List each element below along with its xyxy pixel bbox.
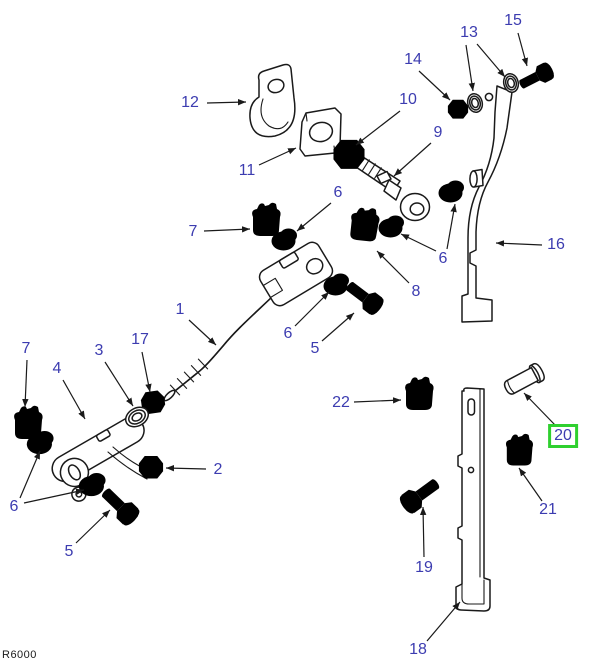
callout-6b[interactable]: 6 (438, 250, 448, 267)
part-19-bolt (396, 473, 444, 517)
callout-6d[interactable]: 6 (9, 498, 19, 515)
part-13-washer-a (466, 92, 484, 114)
leader-line-5b (75, 509, 111, 544)
leader-line-9 (393, 142, 432, 177)
part-6-bush (438, 180, 464, 203)
part-8-clip (346, 205, 381, 244)
leader-line-4 (62, 379, 86, 420)
part-13-washer-b (502, 72, 520, 94)
drawing-code: R6000 (2, 649, 37, 660)
leader-line-16 (495, 240, 543, 247)
part-2-nut (138, 455, 164, 479)
callout-22[interactable]: 22 (332, 394, 350, 411)
leader-line-22 (353, 397, 402, 404)
callout-15[interactable]: 15 (504, 12, 522, 29)
leader-line-20 (523, 392, 557, 427)
callout-18[interactable]: 18 (409, 641, 427, 658)
part-1-clevis-end (258, 241, 334, 307)
leader-line-21 (518, 467, 543, 502)
callout-13[interactable]: 13 (460, 24, 478, 41)
leader-line-6d (23, 488, 85, 504)
part-18-mounting-bracket (455, 387, 491, 612)
callout-4[interactable]: 4 (52, 360, 62, 377)
leader-line-5a (321, 312, 355, 342)
callout-14[interactable]: 14 (404, 51, 422, 68)
part-21-clip (503, 433, 533, 467)
leader-line-13 (476, 43, 506, 78)
leader-line-11 (258, 147, 297, 166)
callout-7b[interactable]: 7 (21, 340, 31, 357)
callout-7a[interactable]: 7 (188, 223, 198, 240)
leader-line-14 (418, 70, 451, 101)
callout-20[interactable]: 20 (548, 424, 578, 448)
leader-line-12 (206, 99, 247, 106)
leader-line-6c (294, 291, 330, 327)
leader-line-13 (465, 44, 475, 92)
leader-line-1 (188, 319, 217, 346)
part-22-clip (403, 376, 434, 411)
part-10-nut (333, 139, 365, 169)
part-7-clip-lower (12, 405, 43, 440)
callout-9[interactable]: 9 (433, 124, 443, 141)
part-6-bush (378, 215, 404, 238)
leader-line-6a (296, 202, 332, 232)
callout-10[interactable]: 10 (399, 91, 417, 108)
callout-6c[interactable]: 6 (283, 325, 293, 342)
part-14-nut (447, 99, 469, 119)
callout-12[interactable]: 12 (181, 94, 199, 111)
part-9-link-rod (355, 156, 431, 222)
leader-line-10 (355, 110, 401, 146)
leader-line-2 (165, 465, 207, 472)
part-3-washer (124, 406, 150, 428)
leader-line-19 (419, 506, 427, 558)
leader-line-18 (426, 601, 461, 642)
callout-17[interactable]: 17 (131, 331, 149, 348)
callout-21[interactable]: 21 (539, 501, 557, 518)
part-5-bolt-lower (96, 483, 143, 529)
part-12-p-clip (249, 63, 296, 138)
part-16-support-bracket (461, 85, 513, 323)
leader-line-7b (22, 359, 29, 408)
callout-3[interactable]: 3 (94, 342, 104, 359)
callout-1[interactable]: 1 (175, 301, 185, 318)
callout-16[interactable]: 16 (547, 236, 565, 253)
callout-2[interactable]: 2 (213, 461, 223, 478)
callout-6a[interactable]: 6 (333, 184, 343, 201)
leader-line-6b (400, 233, 437, 252)
leader-line-17 (141, 351, 152, 393)
part-15-bolt (516, 60, 557, 94)
callout-19[interactable]: 19 (415, 559, 433, 576)
callout-5a[interactable]: 5 (310, 340, 320, 357)
leader-line-15 (517, 32, 528, 67)
part-5-bolt-mid (341, 276, 387, 318)
callout-11[interactable]: 11 (238, 162, 256, 179)
leader-line-7a (203, 226, 251, 233)
part-1-selector-rod (163, 295, 274, 402)
leader-line-3 (104, 361, 134, 407)
leader-line-6b (446, 203, 457, 250)
part-20-clevis-pin (503, 362, 545, 395)
leader-line-6d (19, 450, 41, 499)
callout-8[interactable]: 8 (411, 283, 421, 300)
callout-5b[interactable]: 5 (64, 543, 74, 560)
leader-lines (19, 32, 557, 642)
part-7-clip-upper (250, 202, 281, 237)
leader-line-8 (376, 250, 410, 284)
